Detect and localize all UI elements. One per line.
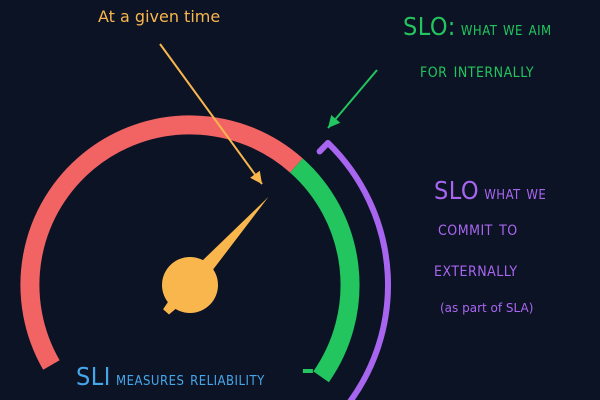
arrow-slo-internal-head	[328, 115, 341, 128]
slo-external-line2: commit to	[438, 216, 518, 240]
arrow-slo-internal	[327, 69, 378, 129]
arrow-time-head	[250, 170, 262, 184]
slo-external-rest: what we	[484, 183, 547, 204]
sli-rest: measures reliability	[116, 369, 265, 390]
sla-note: (as part of SLA)	[440, 301, 534, 315]
slo-internal-key: SLO	[403, 12, 448, 41]
arrow-time-to-needle	[159, 43, 263, 185]
slo-external-bracket	[316, 139, 392, 400]
slo-internal-rest: what we aim	[460, 19, 552, 40]
gauge-hub	[162, 257, 218, 313]
gauge-arc-unreliable	[20, 115, 303, 370]
slo-external-line3: externally	[434, 257, 518, 281]
slo-internal-line2: for internally	[420, 58, 535, 82]
gauge-arc-slo-internal	[290, 158, 360, 383]
slo-internal-label: SLO: what we aim	[403, 14, 552, 39]
slo-external-key: SLO	[434, 176, 480, 205]
sli-key: SLI	[76, 362, 111, 391]
slo-external-label: SLO what we	[434, 178, 546, 203]
sli-label: SLI measures reliability	[76, 364, 265, 389]
time-label: At a given time	[98, 7, 221, 26]
slo-internal-sep: :	[447, 12, 456, 41]
